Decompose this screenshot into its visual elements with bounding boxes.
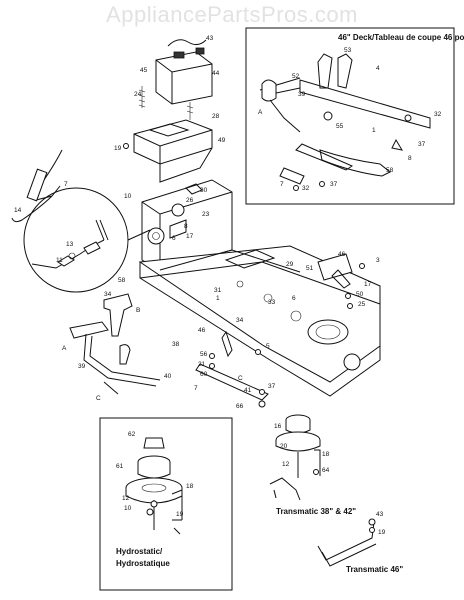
callout-18a: 18 xyxy=(322,451,330,458)
callout-46a: 46 xyxy=(338,251,346,258)
lift-lever-assembly xyxy=(69,293,161,395)
callout-30: 30 xyxy=(200,187,208,194)
callout-18b: 18 xyxy=(186,483,194,490)
deck46-inset-frame xyxy=(245,27,455,205)
callout-25a: 25 xyxy=(358,301,366,308)
deck46-linkage-assembly xyxy=(259,53,431,191)
watermark-text: AppliancePartsPros.com xyxy=(106,2,358,27)
callout-6b: 6 xyxy=(292,295,296,302)
callout-8a: 8 xyxy=(184,223,188,230)
callout-41: 41 xyxy=(244,387,252,394)
callout-6a: 6 xyxy=(172,235,176,242)
callout-60: 60 xyxy=(200,371,208,378)
trans46-caption: Transmatic 46" xyxy=(346,565,403,574)
callout-32b: 32 xyxy=(302,185,310,192)
deck46-caption: 46" Deck/Tableau de coupe 46 po xyxy=(338,33,464,42)
callout-23: 23 xyxy=(202,211,210,218)
detail-magnifier-circle xyxy=(23,187,151,293)
callout-Aa: A xyxy=(62,345,67,352)
callout-4: 4 xyxy=(376,65,380,72)
callout-19c: 19 xyxy=(378,529,386,536)
callout-11a: 11 xyxy=(56,257,63,264)
callout-43b: 43 xyxy=(376,511,384,518)
control-cable xyxy=(11,149,63,223)
callout-10a: 10 xyxy=(124,193,132,200)
callout-1b: 1 xyxy=(372,127,376,134)
callout-12b: 12 xyxy=(122,495,130,502)
callout-33: 33 xyxy=(268,299,276,306)
callout-13a: 13 xyxy=(66,241,74,248)
transmatic-pulley-assembly xyxy=(275,414,321,478)
callout-52: 52 xyxy=(292,73,300,80)
callout-58a: 58 xyxy=(118,277,126,284)
hydro-inset-frame xyxy=(99,417,233,591)
callout-58b: 58 xyxy=(386,167,394,174)
callout-51a: 51 xyxy=(306,265,314,272)
callout-17a: 17 xyxy=(186,233,194,240)
callout-B1: B xyxy=(136,307,140,314)
hydro-pulley-assembly xyxy=(125,437,183,535)
callout-Cb: C xyxy=(238,375,243,382)
callout-53: 53 xyxy=(344,47,352,54)
callout-39a: 39 xyxy=(78,363,86,370)
callout-49: 49 xyxy=(218,137,226,144)
callout-26: 26 xyxy=(186,197,194,204)
callout-64a: 64 xyxy=(322,467,330,474)
callout-19b: 19 xyxy=(176,511,184,518)
callout-8b: 8 xyxy=(408,155,412,162)
callout-Ab: A xyxy=(258,109,263,116)
center-linkage xyxy=(195,330,269,408)
battery-tray xyxy=(123,119,213,183)
callout-5a: 5 xyxy=(266,343,270,350)
callout-43a: 43 xyxy=(206,35,214,42)
callout-44: 44 xyxy=(212,70,220,77)
callout-7a: 7 xyxy=(64,181,68,188)
right-bracket-assembly xyxy=(317,253,365,309)
callout-7b: 7 xyxy=(280,181,284,188)
callout-56: 56 xyxy=(200,351,208,358)
hydro-caption-line2: Hydrostatique xyxy=(116,559,170,568)
callout-14: 14 xyxy=(14,207,22,214)
callout-10b: 10 xyxy=(124,505,132,512)
callout-37b: 37 xyxy=(418,141,426,148)
hydro-caption-line1: Hydrostatic/ xyxy=(116,547,163,556)
callout-1a: 1 xyxy=(216,295,220,302)
callout-29: 29 xyxy=(286,261,294,268)
transmatic-38-42-linkage xyxy=(269,477,301,501)
callout-28: 28 xyxy=(212,113,220,120)
trans38-caption: Transmatic 38" & 42" xyxy=(276,507,356,516)
callout-7c: 7 xyxy=(194,385,198,392)
callout-16a: 16 xyxy=(274,423,282,430)
callout-61: 61 xyxy=(116,463,124,470)
callout-31a: 31 xyxy=(214,287,222,294)
callout-46b: 46 xyxy=(198,327,206,334)
callout-50a: 50 xyxy=(356,291,364,298)
callout-37c: 37 xyxy=(330,181,338,188)
callout-38a: 38 xyxy=(172,341,180,348)
callout-40: 40 xyxy=(164,373,172,380)
main-frame-chassis xyxy=(138,179,381,397)
callout-3a: 3 xyxy=(376,257,380,264)
callout-24: 24 xyxy=(134,91,142,98)
callout-21a: 21 xyxy=(198,361,206,368)
callout-32a: 32 xyxy=(434,111,442,118)
callout-45: 45 xyxy=(140,67,148,74)
callout-66: 66 xyxy=(236,403,244,410)
callout-19a: 19 xyxy=(114,145,122,152)
callout-12a: 12 xyxy=(282,461,290,468)
callout-37a: 37 xyxy=(268,383,276,390)
transmatic-46-linkage xyxy=(317,518,377,567)
callout-17b: 17 xyxy=(364,281,372,288)
callout-34: 34 xyxy=(104,291,112,298)
callout-Ca: C xyxy=(96,395,101,402)
callout-62: 62 xyxy=(128,431,136,438)
battery-assembly xyxy=(138,39,213,120)
callout-20a: 20 xyxy=(280,443,288,450)
callout-55: 55 xyxy=(336,123,344,130)
callout-34b: 34 xyxy=(236,317,244,324)
callout-39b: 39 xyxy=(298,91,306,98)
